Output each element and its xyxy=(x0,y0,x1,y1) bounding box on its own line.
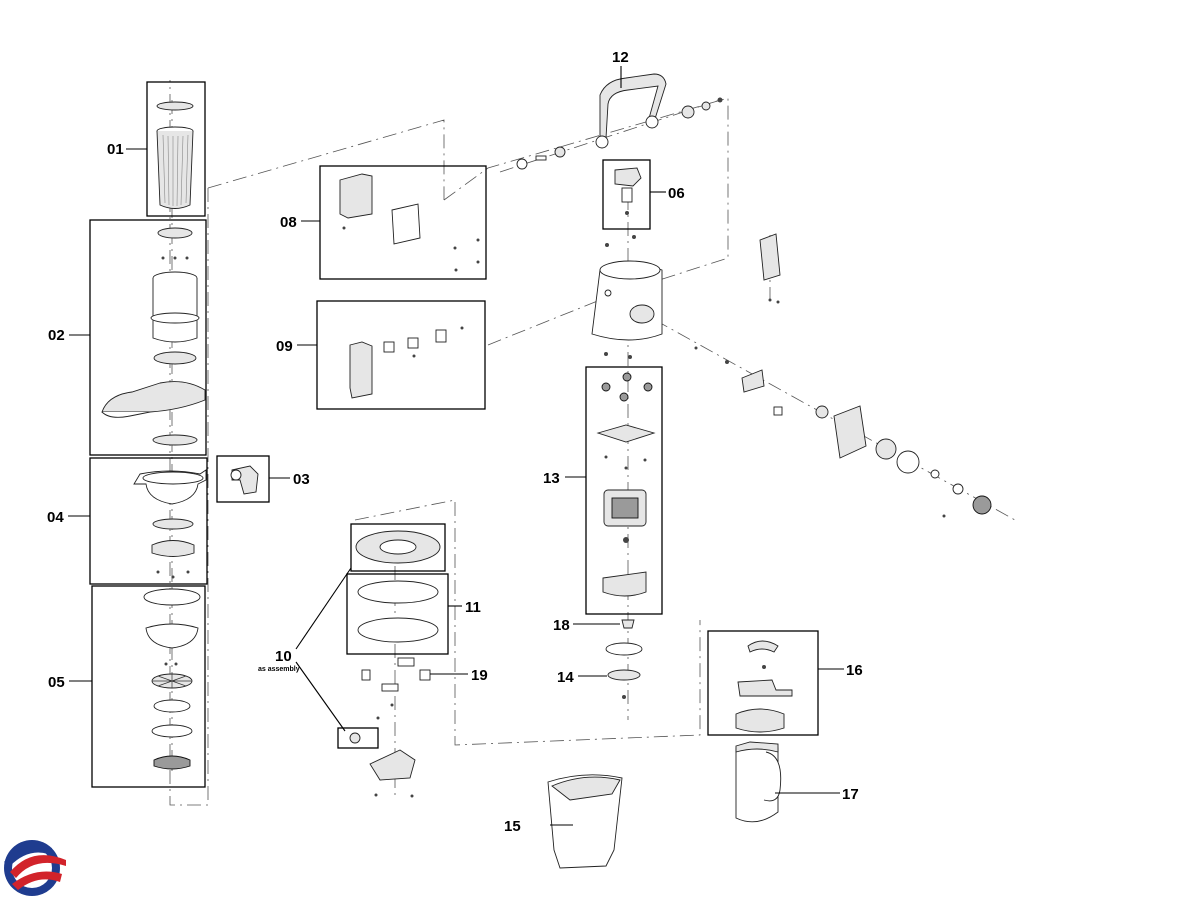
part-08-box xyxy=(319,165,487,280)
part-01-group xyxy=(146,81,206,217)
part-03-box xyxy=(216,455,270,503)
part-03-group xyxy=(216,455,270,503)
part-16-group xyxy=(707,630,819,736)
part-10-11-group xyxy=(337,523,449,798)
part-09-group xyxy=(316,300,486,410)
label-04: 04 xyxy=(47,509,64,526)
label-06: 06 xyxy=(668,185,685,202)
part-14-18-group xyxy=(605,619,643,699)
part-06-group xyxy=(602,159,651,230)
label-12: 12 xyxy=(612,49,629,66)
part-labels: 01 02 03 04 05 06 08 09 10 as assembly 1… xyxy=(47,49,863,835)
label-14: 14 xyxy=(557,669,574,686)
label-19: 19 xyxy=(471,667,488,684)
part-08-group xyxy=(319,165,487,280)
leader-lines xyxy=(68,66,844,826)
part-05-group xyxy=(91,585,206,788)
label-03: 03 xyxy=(293,471,310,488)
part-02-box xyxy=(89,219,207,456)
part-10-sub-box xyxy=(337,727,379,749)
label-18: 18 xyxy=(553,617,570,634)
label-08: 08 xyxy=(280,214,297,231)
label-17: 17 xyxy=(842,786,859,803)
label-01: 01 xyxy=(107,141,124,158)
part-11-box xyxy=(346,573,449,655)
part-16-box xyxy=(707,630,819,736)
brand-logo-icon xyxy=(4,840,66,896)
part-15-group xyxy=(547,774,623,869)
part-04-group xyxy=(89,457,208,585)
label-10: 10 xyxy=(275,648,292,665)
label-10-note: as assembly xyxy=(258,666,300,673)
label-09: 09 xyxy=(276,338,293,355)
label-16: 16 xyxy=(846,662,863,679)
part-13-box xyxy=(585,366,663,615)
label-15: 15 xyxy=(504,818,521,835)
part-05-box xyxy=(91,585,206,788)
part-10-box xyxy=(350,523,446,572)
part-04-box xyxy=(89,457,208,585)
housing-group xyxy=(591,235,663,359)
label-05: 05 xyxy=(48,674,65,691)
part-09-box xyxy=(316,300,486,410)
label-02: 02 xyxy=(48,327,65,344)
part-02-group xyxy=(89,219,207,456)
part-17-group xyxy=(735,741,782,823)
side-shaft-group xyxy=(694,233,992,518)
part-12-group xyxy=(516,73,723,170)
label-11: 11 xyxy=(465,599,481,616)
part-13-group xyxy=(585,366,663,615)
part-06-box xyxy=(602,159,651,230)
label-13: 13 xyxy=(543,470,560,487)
